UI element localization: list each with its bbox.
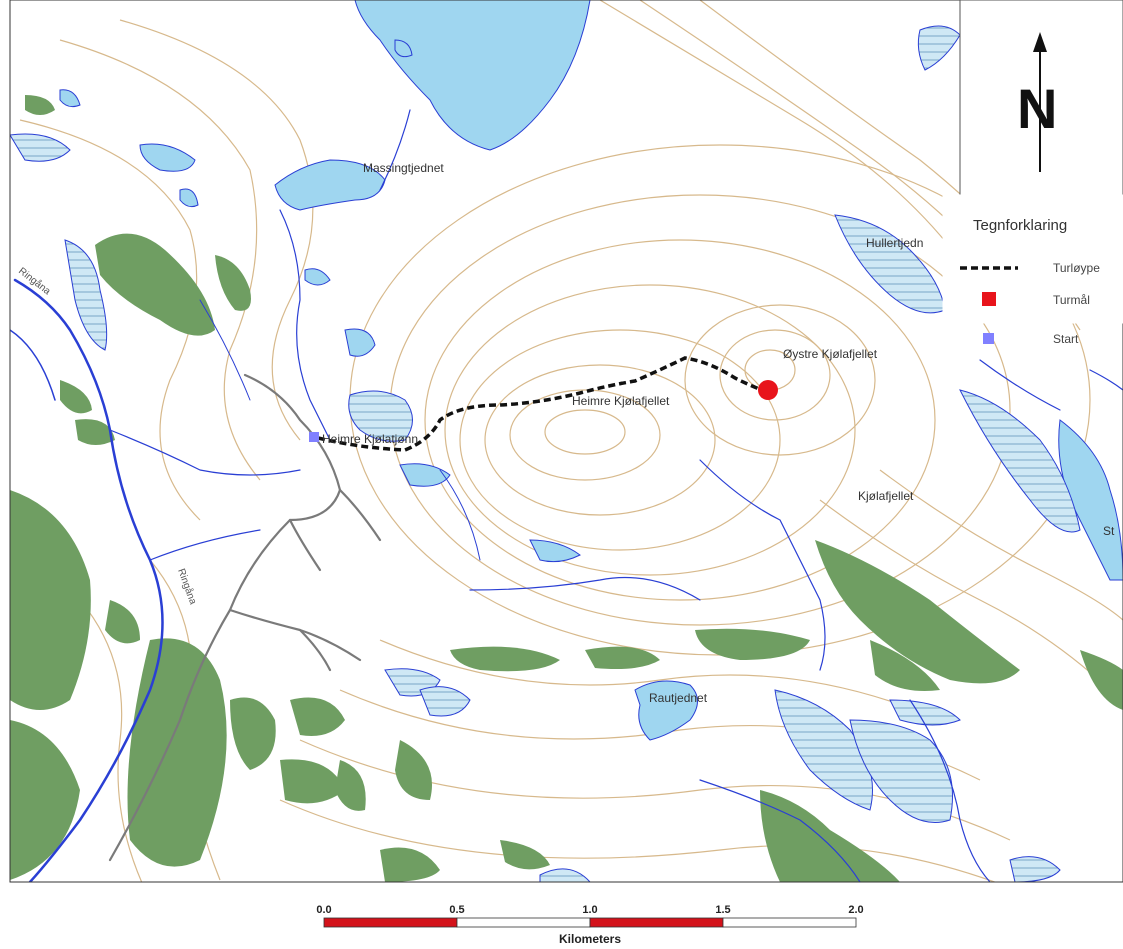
legend-panel: Tegnforklaring Turløype Turmål Start: [942, 194, 1123, 346]
legend-item-goal: Turmål: [1053, 293, 1090, 307]
legend-start-symbol: [983, 333, 994, 344]
hiking-route: [317, 356, 769, 452]
legend-item-route: Turløype: [1053, 261, 1100, 275]
scale-tick-1: 0.5: [449, 904, 464, 916]
map-area: Massingtjednet Ringåna Ringåna Heimre Kj…: [10, 0, 1123, 882]
label-kjolafjellet: Kjølafjellet: [858, 489, 914, 503]
label-st: St: [1103, 524, 1115, 538]
legend-goal-symbol: [982, 292, 996, 306]
label-start-lake: Heimre Kjølatjønn: [322, 432, 418, 446]
label-oystre-kjolafjellet: Øystre Kjølafjellet: [783, 347, 878, 361]
wetlands: [10, 19, 1123, 882]
label-massingtjednet: Massingtjednet: [363, 161, 444, 175]
label-hullertjedn: Hullertjedn: [866, 236, 923, 250]
lakes: [59, 0, 1123, 741]
scale-tick-3: 1.5: [715, 904, 730, 916]
roads: [108, 373, 382, 862]
scale-bar: 0.0 0.5 1.0 1.5 2.0 Kilometers: [316, 904, 863, 946]
label-heimre-kjolafjellet: Heimre Kjølafjellet: [572, 394, 670, 408]
scale-units: Kilometers: [559, 932, 621, 946]
north-arrow-icon: [1033, 32, 1047, 52]
streams: [10, 109, 1123, 882]
map-frame: [9, 0, 1123, 883]
scale-tick-2: 1.0: [582, 904, 597, 916]
label-rautjednet: Rautjednet: [649, 691, 708, 705]
scale-tick-0: 0.0: [316, 904, 331, 916]
north-arrow-panel: N: [959, 0, 1123, 196]
start-marker[interactable]: [309, 432, 319, 442]
legend-title: Tegnforklaring: [973, 217, 1067, 234]
forest-areas: [10, 95, 1123, 882]
goal-marker[interactable]: [758, 380, 778, 400]
north-letter: N: [1017, 77, 1057, 140]
scale-tick-4: 2.0: [848, 904, 863, 916]
legend-item-start: Start: [1053, 332, 1079, 346]
